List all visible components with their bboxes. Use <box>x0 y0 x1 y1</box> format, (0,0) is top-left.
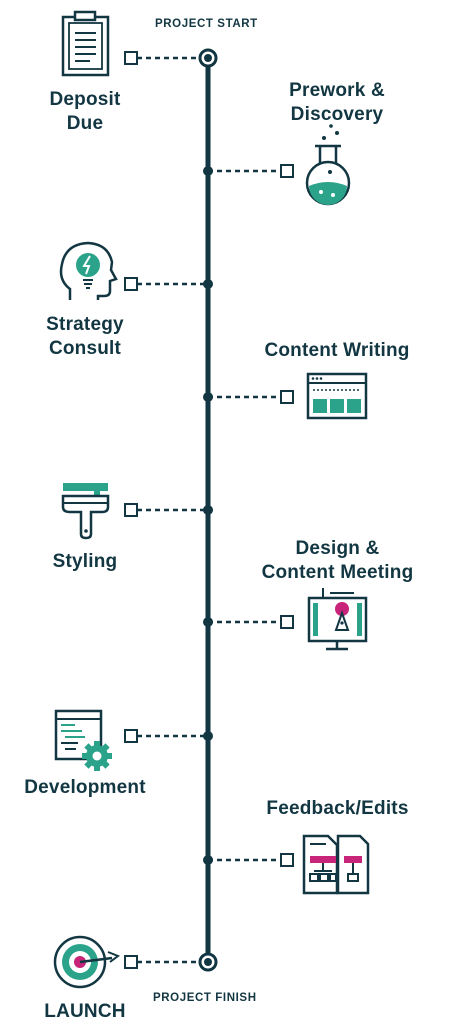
milestone-prework-line2: Discovery <box>290 104 384 125</box>
milestone-styling-line1: Styling <box>52 551 118 572</box>
connector-development <box>124 729 213 743</box>
milestone-content-writing-line1: Content Writing <box>264 340 410 361</box>
connector-strategy <box>124 277 213 291</box>
milestone-strategy-line1: Strategy <box>46 314 124 335</box>
clipboard-icon <box>61 10 110 77</box>
milestone-prework-label: Prework & Discovery <box>277 79 397 127</box>
milestone-design-meeting-line1: Design & <box>295 538 380 559</box>
milestone-launch-line1: LAUNCH <box>44 1001 126 1022</box>
connector-styling <box>124 503 213 517</box>
milestone-design-meeting-line2: Content Meeting <box>261 562 414 583</box>
milestone-strategy-label: Strategy Consult <box>30 313 140 361</box>
milestone-development-line1: Development <box>24 777 146 798</box>
milestone-deposit-line1: Deposit <box>49 89 121 110</box>
milestone-feedback-label: Feedback/Edits <box>255 797 420 821</box>
code-gear-icon <box>54 709 112 771</box>
connector-launch <box>124 955 200 969</box>
flask-icon <box>305 124 351 206</box>
target-icon <box>53 935 121 989</box>
connector-design-meeting <box>203 615 294 629</box>
milestone-launch-label: LAUNCH <box>30 1000 140 1024</box>
monitor-design-icon <box>307 588 368 651</box>
finish-endpoint <box>198 952 218 972</box>
milestone-design-meeting-label: Design & Content Meeting <box>250 537 425 585</box>
connector-feedback <box>203 853 294 867</box>
milestone-feedback-line1: Feedback/Edits <box>266 798 409 819</box>
paint-brush-icon <box>61 483 110 540</box>
head-lightbulb-icon <box>59 241 118 300</box>
milestone-prework-line1: Prework & <box>289 80 385 101</box>
milestone-deposit-label: Deposit Due <box>30 88 140 136</box>
milestone-content-writing-label: Content Writing <box>252 339 422 363</box>
project-finish-label: PROJECT FINISH <box>153 992 257 1004</box>
connector-content-writing <box>203 390 294 404</box>
milestone-development-label: Development <box>15 776 155 800</box>
connector-deposit <box>124 51 200 65</box>
browser-window-icon <box>306 372 368 420</box>
milestone-strategy-line2: Consult <box>48 338 122 359</box>
documents-sitemap-icon <box>302 834 370 895</box>
connector-prework <box>203 164 294 178</box>
start-endpoint <box>198 48 218 68</box>
project-start-label: PROJECT START <box>155 18 258 30</box>
milestone-styling-label: Styling <box>30 550 140 574</box>
milestone-deposit-line2: Due <box>66 113 104 134</box>
